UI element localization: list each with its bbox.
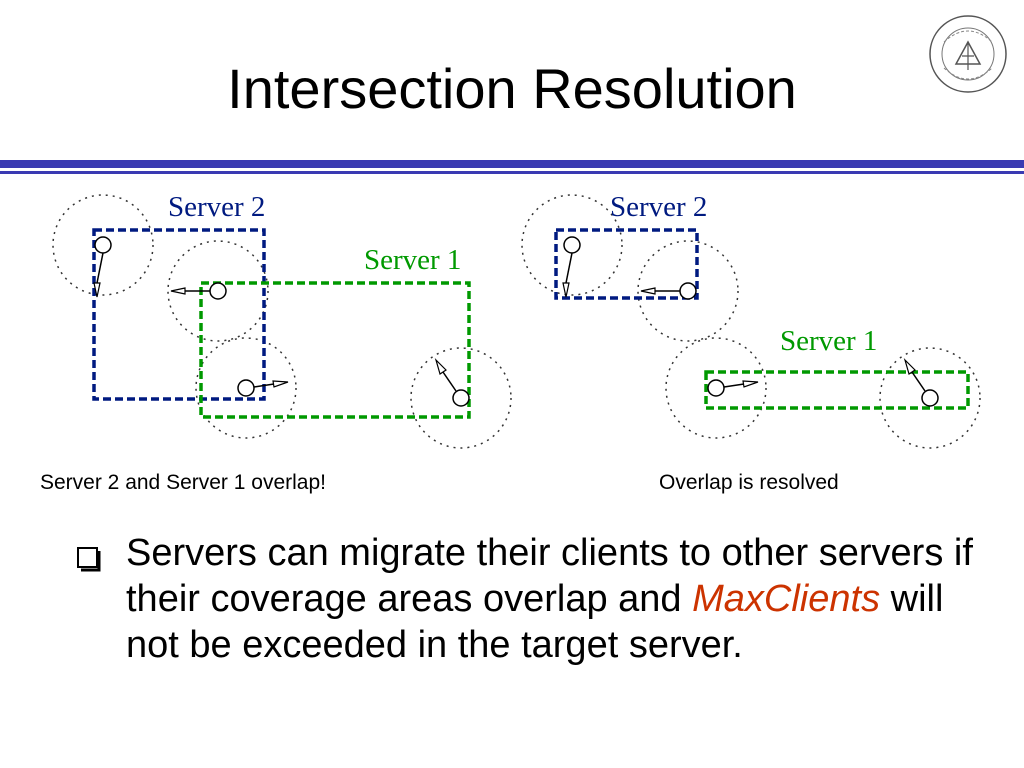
server2-region [554,228,699,300]
title-rule-thick [0,160,1024,168]
server2-region [92,228,266,401]
university-seal-logo [929,15,1007,93]
server1-region [704,370,970,410]
maxclients-emphasis: MaxClients [692,578,881,620]
coverage-circle [410,347,512,449]
coverage-circle [52,194,154,296]
intersection-diagram: Server 2 Server 1 Server [52,191,981,449]
coverage-circle [195,337,297,439]
coverage-circle [665,337,767,439]
right-diagram: Server 2 Server 1 [521,191,981,449]
server1-region [199,281,471,419]
client-node [707,379,759,397]
bullet-text-before: Servers can migrate their clients to oth… [126,532,973,620]
client-node [562,236,581,298]
left-diagram: Server 2 Server 1 [52,191,512,449]
server2-label: Server 2 [610,191,707,223]
client-node [93,236,112,298]
coverage-circle [521,194,623,296]
client-node [903,357,939,407]
left-diagram-caption: Server 2 and Server 1 overlap! [40,471,326,494]
server1-label: Server 1 [364,244,461,276]
coverage-circle [879,347,981,449]
checkbox-bullet-icon [77,547,101,572]
client-node [170,282,227,300]
title-rule-thin [0,171,1024,174]
client-node [237,379,289,397]
client-node [640,282,697,300]
client-node [434,357,470,407]
server1-label: Server 1 [780,325,877,357]
bullet-text-after: will not be exceeded in the target serve… [126,578,944,666]
bullet-point-text: Servers can migrate their clients to oth… [126,530,986,668]
server2-label: Server 2 [168,191,265,223]
right-diagram-caption: Overlap is resolved [659,471,839,494]
slide-title: Intersection Resolution [227,57,797,120]
coverage-circle [637,240,739,342]
coverage-circle [167,240,269,342]
